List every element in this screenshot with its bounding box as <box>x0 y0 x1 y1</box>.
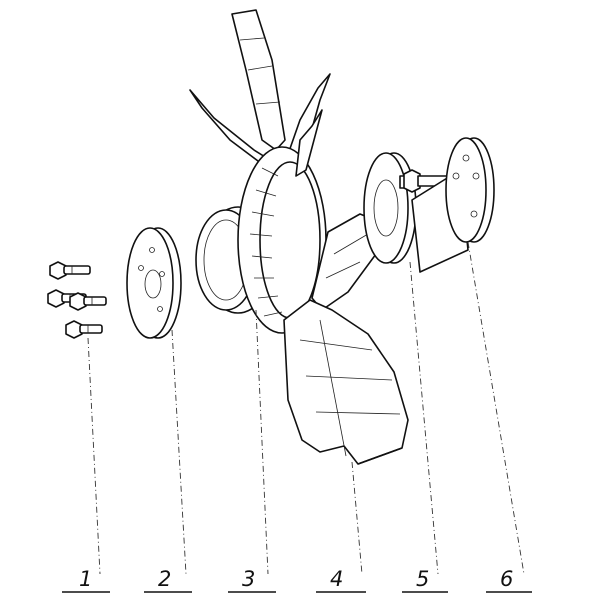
svg-text:6: 6 <box>500 567 513 591</box>
leader-4 <box>351 461 363 575</box>
part-6-shaft-flange <box>411 137 495 273</box>
svg-text:4: 4 <box>330 567 343 591</box>
bolt <box>65 320 103 339</box>
part-2-flange-plate <box>126 227 182 339</box>
leader-2 <box>171 329 187 575</box>
leader-1 <box>87 337 101 575</box>
leader-3 <box>255 309 269 575</box>
bolt <box>69 292 107 311</box>
callout-4: 4 <box>316 567 366 593</box>
bolt <box>49 261 91 280</box>
callout-5: 5 <box>402 567 448 593</box>
callouts: 1 2 3 4 5 6 <box>62 567 532 593</box>
callout-3: 3 <box>228 567 276 593</box>
svg-text:5: 5 <box>416 567 429 591</box>
leader-6 <box>467 241 525 575</box>
part-1-bolts <box>47 261 107 339</box>
svg-text:1: 1 <box>79 567 92 591</box>
svg-text:2: 2 <box>158 567 171 591</box>
callout-6: 6 <box>486 567 532 593</box>
part-5-hub-flange <box>363 152 459 264</box>
svg-text:3: 3 <box>242 567 255 591</box>
part-4-fan-blades <box>189 9 409 465</box>
callout-1: 1 <box>62 567 110 593</box>
callout-2: 2 <box>144 567 192 593</box>
leader-lines <box>87 241 525 575</box>
leader-5 <box>409 261 439 575</box>
